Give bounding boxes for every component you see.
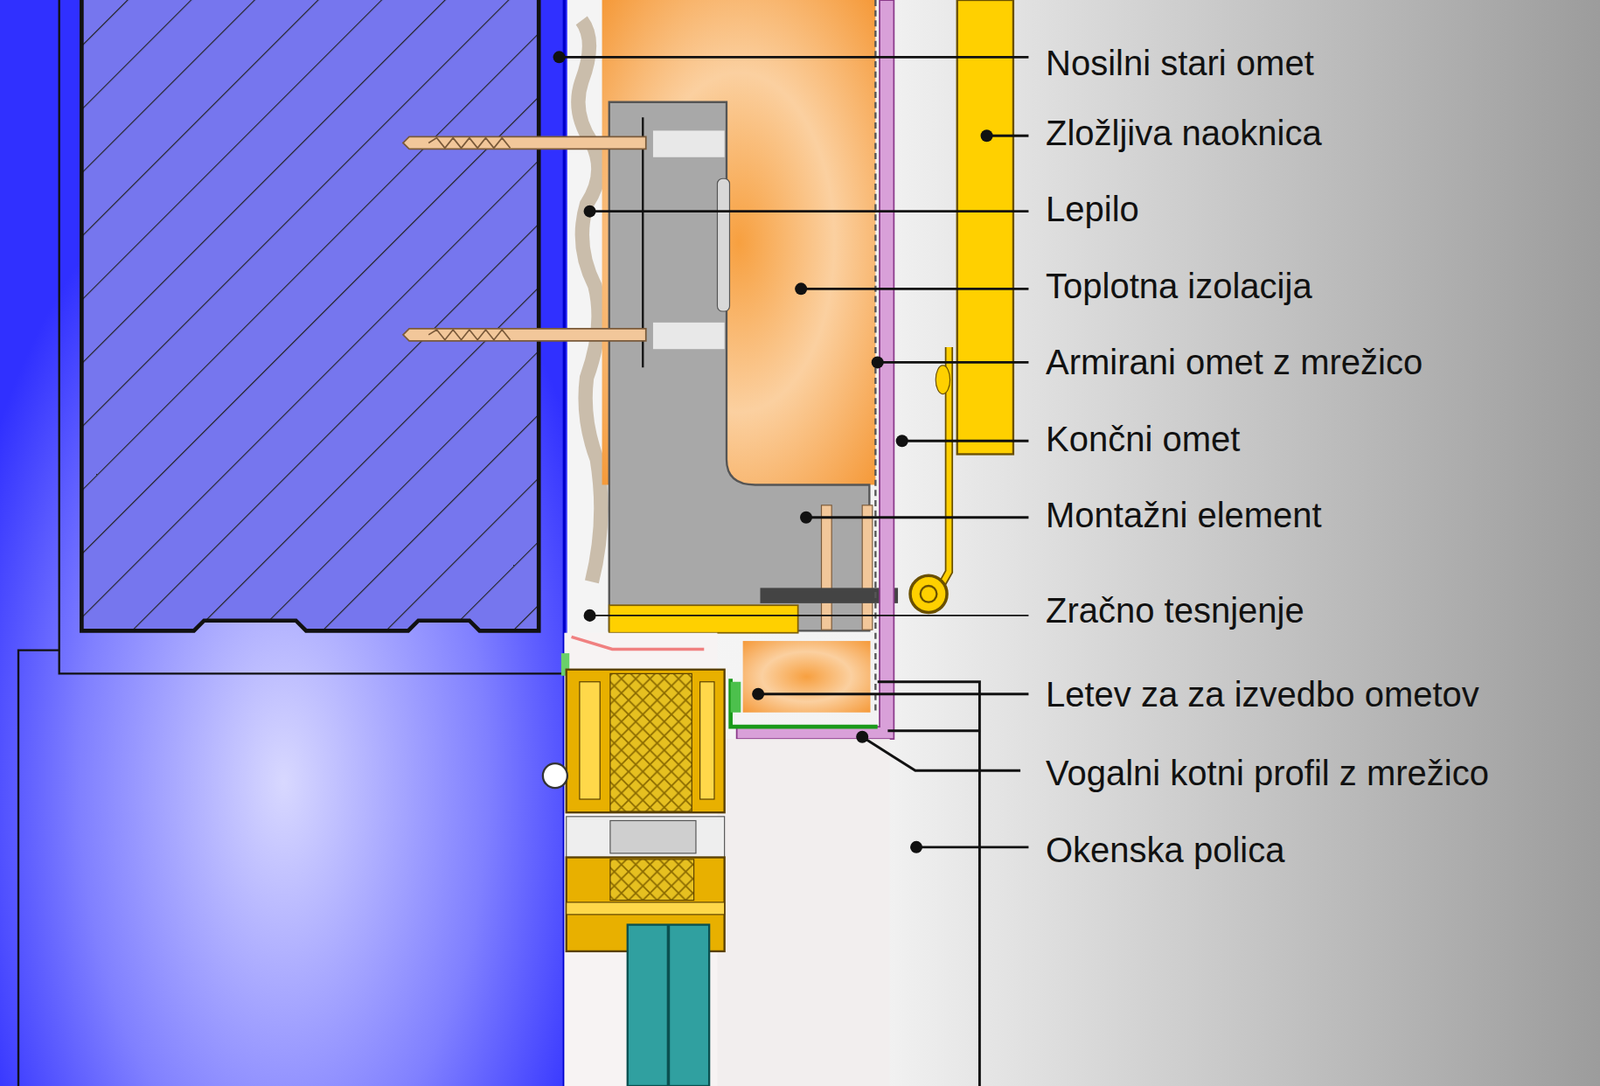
part-label: Zračno tesnjenje bbox=[1045, 589, 1305, 632]
part-label: Montažni element bbox=[1045, 493, 1322, 536]
part-label: Vogalni kotni profil z mrežico bbox=[1045, 751, 1489, 794]
part-label: Toplotna izolacija bbox=[1045, 264, 1313, 307]
part-label: Letev za za izvedbo ometov bbox=[1045, 673, 1480, 716]
part-label: Okenska polica bbox=[1045, 828, 1285, 871]
part-label: Zložljiva naoknica bbox=[1045, 111, 1322, 154]
part-label: Lepilo bbox=[1045, 187, 1140, 230]
part-label: Armirani omet z mrežico bbox=[1045, 340, 1423, 383]
part-label: Nosilni stari omet bbox=[1045, 41, 1315, 84]
part-label: Končni omet bbox=[1045, 417, 1240, 460]
